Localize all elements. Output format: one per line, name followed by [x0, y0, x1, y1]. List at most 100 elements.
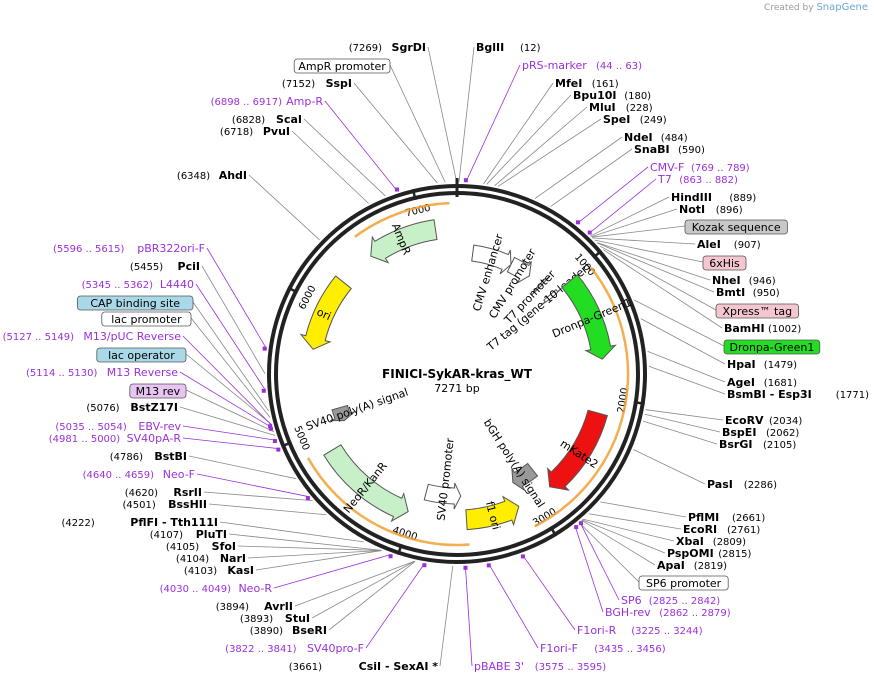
- map-label[interactable]: HindIII(889): [671, 191, 756, 204]
- leader-line: [581, 519, 656, 566]
- map-label[interactable]: Xpress™ tag: [715, 303, 799, 319]
- map-label[interactable]: pRS-marker(44 .. 63): [522, 59, 642, 72]
- map-label[interactable]: RsrII(4620): [125, 486, 202, 499]
- map-label[interactable]: SpeI(249): [603, 113, 667, 126]
- feature-arrow[interactable]: [323, 444, 409, 523]
- map-label[interactable]: M13/pUC Reverse(5127 .. 5149): [3, 330, 182, 343]
- map-label[interactable]: NheI(946): [712, 274, 776, 287]
- map-label[interactable]: AhdI(6348): [177, 169, 247, 182]
- map-label[interactable]: Amp-R(6898 .. 6917): [211, 95, 324, 108]
- leader-line: [465, 64, 521, 183]
- map-label[interactable]: SV40pA-R(4981 .. 5000): [49, 432, 182, 445]
- map-label[interactable]: EcoRI(2761): [683, 523, 760, 536]
- map-label[interactable]: BstZ17I(5076): [86, 401, 178, 414]
- map-label[interactable]: MluI(228): [589, 101, 653, 114]
- feature-arrow[interactable]: [561, 274, 617, 360]
- map-label[interactable]: lac promoter: [101, 311, 192, 327]
- map-label[interactable]: Neo-F(4640 .. 4659): [83, 468, 195, 481]
- map-label[interactable]: lac operator: [96, 347, 187, 363]
- map-label[interactable]: XbaI(2809): [676, 535, 746, 548]
- map-label[interactable]: PflMI(2661): [688, 511, 765, 524]
- map-label[interactable]: NotI(896): [679, 203, 743, 216]
- label-name: PflMI: [688, 511, 719, 524]
- map-label[interactable]: Dronpa-Green1: [723, 339, 821, 355]
- map-label[interactable]: PluTI(4107): [150, 528, 227, 541]
- label-position: (2062): [766, 428, 799, 439]
- feature-arrow[interactable]: [471, 244, 512, 275]
- primer-mark: [268, 424, 273, 429]
- leader-line: [182, 425, 277, 441]
- map-label[interactable]: SfoI(4105): [166, 540, 236, 553]
- map-label[interactable]: BglII(12): [476, 41, 541, 54]
- map-label[interactable]: SspI(7152): [282, 77, 352, 90]
- map-label[interactable]: 6xHis: [702, 255, 747, 271]
- map-label[interactable]: pBR322ori-F(5596 .. 5615): [53, 242, 205, 255]
- map-label[interactable]: BseRI(3890): [250, 624, 327, 637]
- map-label[interactable]: M13 Reverse(5114 .. 5130): [26, 366, 178, 379]
- map-label[interactable]: Kozak sequence: [684, 219, 788, 235]
- map-label[interactable]: pBABE 3'(3575 .. 3595): [474, 660, 606, 673]
- label-name: L4440: [160, 278, 194, 291]
- leader-line: [488, 563, 539, 649]
- feature-arrow[interactable]: [547, 409, 608, 491]
- feature-arrow[interactable]: [465, 495, 520, 531]
- map-label[interactable]: CMV-F(769 .. 789): [650, 161, 750, 174]
- label-position: (249): [640, 115, 667, 126]
- map-label[interactable]: L4440(5345 .. 5362): [82, 278, 194, 291]
- label-position: (3893): [240, 614, 273, 625]
- map-label[interactable]: BsmBI - Esp3I(1771): [727, 388, 869, 401]
- label-name: BmtI: [716, 286, 745, 299]
- map-label[interactable]: CAP binding site: [77, 295, 194, 311]
- map-label[interactable]: StuI(3893): [240, 612, 310, 625]
- label-name: PasI: [707, 478, 733, 491]
- map-label[interactable]: EBV-rev(5035 .. 5054): [55, 420, 181, 433]
- map-label[interactable]: SgrDI(7269): [349, 41, 426, 54]
- map-label[interactable]: SnaBI(590): [634, 143, 705, 156]
- map-label[interactable]: BspEI(2062): [722, 426, 799, 439]
- map-label[interactable]: M13 rev: [129, 383, 187, 399]
- label-position: (4222): [62, 518, 95, 529]
- map-label[interactable]: ScaI(6828): [232, 113, 302, 126]
- feature-arrow[interactable]: [423, 482, 462, 510]
- primer-mark: [262, 346, 267, 351]
- map-label[interactable]: SV40pro-F(3822 .. 3841): [225, 642, 364, 655]
- map-label[interactable]: BamHI(1002): [724, 322, 801, 335]
- feature-arrow[interactable]: [330, 404, 356, 422]
- map-label[interactable]: HpaI(1479): [727, 358, 797, 371]
- map-label[interactable]: F1ori-F(3435 .. 3456): [540, 642, 666, 655]
- feature-arrow[interactable]: [370, 219, 438, 264]
- map-label[interactable]: BmtI(950): [716, 286, 780, 299]
- map-label[interactable]: AvrII(3894): [216, 600, 293, 613]
- map-label[interactable]: BsrGI(2105): [719, 438, 796, 451]
- map-label[interactable]: PvuI(6718): [220, 125, 290, 138]
- feature-arrow[interactable]: [506, 256, 532, 284]
- map-label[interactable]: T7(863 .. 882): [657, 173, 738, 186]
- map-label[interactable]: NarI(4104): [176, 552, 246, 565]
- map-label[interactable]: PflFI - Tth111I(4222): [62, 516, 218, 529]
- map-label[interactable]: KasI(4103): [184, 564, 254, 577]
- map-label[interactable]: MfeI(161): [555, 77, 619, 90]
- map-label[interactable]: NdeI(484): [624, 131, 688, 144]
- map-label[interactable]: AmpR promoter: [293, 58, 391, 74]
- map-label[interactable]: BGH-rev(2862 .. 2879): [605, 606, 731, 619]
- credit-brand: SnapGene: [816, 2, 868, 13]
- map-label[interactable]: CsiI - SexAI *(3661): [289, 660, 439, 673]
- map-label[interactable]: BstBI(4786): [110, 450, 187, 463]
- map-label[interactable]: AgeI(1681): [727, 376, 797, 389]
- feature-arrow[interactable]: [540, 288, 562, 306]
- map-label[interactable]: PciI(5455): [130, 260, 200, 273]
- map-label[interactable]: AleI(907): [697, 238, 761, 251]
- map-label[interactable]: F1ori-R(3225 .. 3244): [577, 624, 703, 637]
- feature-arrow[interactable]: [531, 275, 551, 296]
- map-label[interactable]: BssHII(4501): [123, 498, 207, 511]
- map-label[interactable]: PspOMI(2815): [667, 547, 752, 560]
- map-label[interactable]: Bpu10I(180): [573, 89, 651, 102]
- map-label[interactable]: SP6(2825 .. 2842): [621, 594, 720, 607]
- map-label[interactable]: SP6 promoter: [638, 575, 729, 591]
- map-label[interactable]: PasI(2286): [707, 478, 777, 491]
- map-label[interactable]: EcoRV(2034): [725, 414, 802, 427]
- map-label[interactable]: Neo-R(4030 .. 4049): [160, 582, 273, 595]
- map-label[interactable]: ApaI(2819): [657, 559, 727, 572]
- feature-arrow[interactable]: [511, 462, 539, 492]
- feature-arrow[interactable]: [299, 275, 352, 350]
